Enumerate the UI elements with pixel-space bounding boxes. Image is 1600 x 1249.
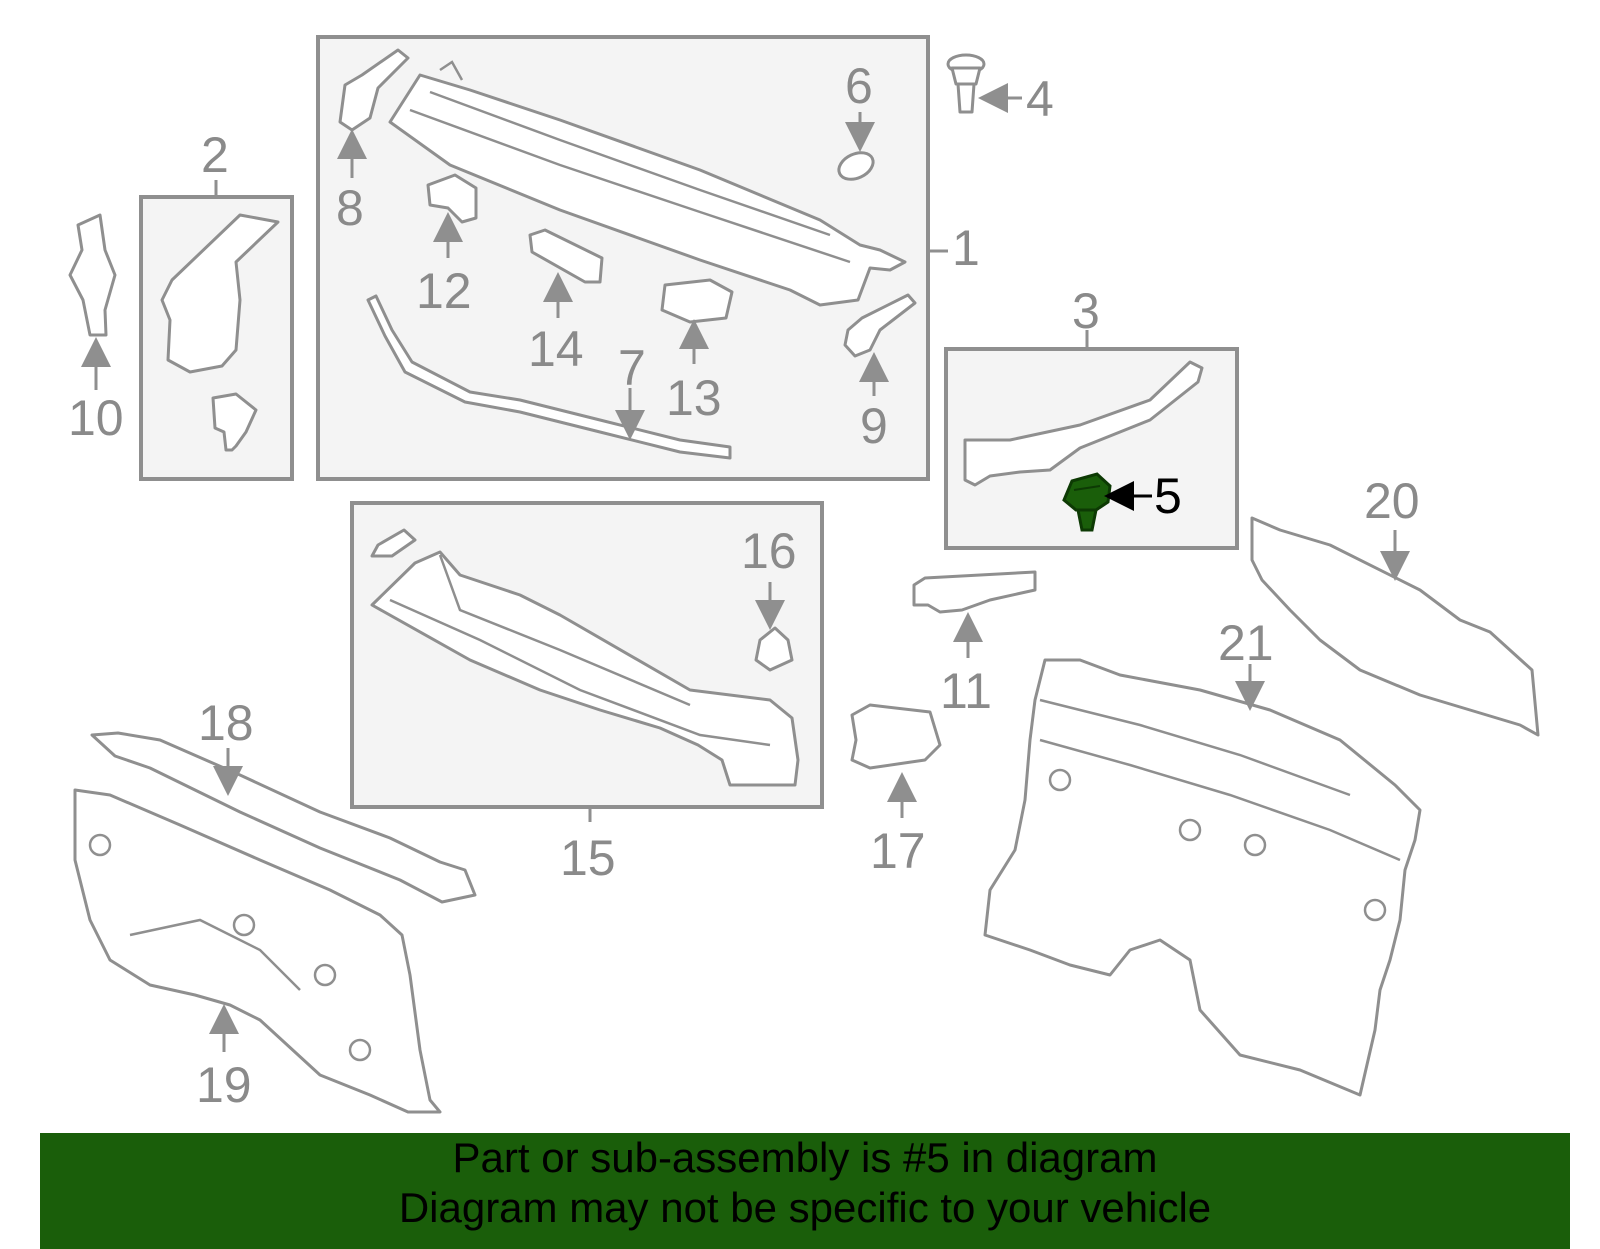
part-5-bolt-highlighted [1062,472,1112,532]
part-10-bracket [68,213,117,337]
part-21-dash-panel [983,658,1422,1097]
part-19-dash-panel [73,788,442,1114]
info-banner: Part or sub-assembly is #5 in diagram Di… [40,1133,1570,1249]
callout-17: 17 [870,823,926,879]
part-9-bracket [843,293,917,358]
part-15-cowl-panel [370,528,800,787]
part-13-bracket [660,278,734,324]
callout-8: 8 [336,180,364,236]
callout-3: 3 [1072,283,1100,339]
callout-11: 11 [940,663,992,719]
part-11-bracket [912,570,1037,614]
part-12-bracket [426,173,478,224]
callout-12: 12 [416,263,472,319]
callout-7: 7 [618,340,646,396]
callout-9: 9 [860,398,888,454]
part-7-seal [366,294,732,460]
banner-line-1: Part or sub-assembly is #5 in diagram [452,1134,1158,1181]
part-6-grommet [837,151,875,181]
part-17-bracket [850,703,942,770]
callout-4: 4 [1026,71,1054,127]
callout-2: 2 [201,127,229,183]
callout-10: 10 [68,390,124,446]
callout-19: 19 [196,1057,252,1113]
callout-20: 20 [1364,473,1420,529]
callout-13: 13 [666,370,722,426]
part-2-bracket [160,213,280,452]
callout-6: 6 [845,58,873,114]
callout-1: 1 [952,220,980,276]
banner-line-2: Diagram may not be specific to your vehi… [398,1184,1212,1231]
part-18-crossmember [90,731,477,904]
callout-5: 5 [1154,468,1182,524]
part-14-pad [528,228,604,284]
part-8-bracket [338,48,410,132]
callout-14: 14 [528,321,584,377]
part-3-brace [963,360,1204,487]
part-1-cowl-top [388,60,907,307]
callout-15: 15 [560,830,616,886]
callout-16: 16 [741,523,797,579]
part-4-bolt [946,53,986,114]
callout-21: 21 [1218,615,1274,671]
callout-18: 18 [198,695,254,751]
